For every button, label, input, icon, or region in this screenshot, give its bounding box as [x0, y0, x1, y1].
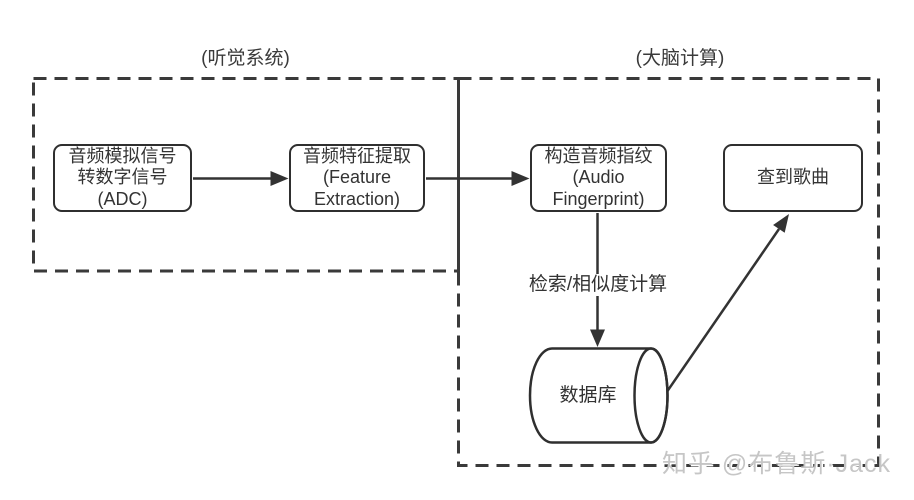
- edge-label-retrieval-similarity: 检索/相似度计算: [523, 274, 673, 296]
- arrowhead-fingerprint-to-database: [590, 329, 605, 347]
- zhihu-watermark: 知乎 @布鲁斯·Jack: [661, 450, 891, 478]
- region-label-auditory-system: (听觉系统): [201, 48, 290, 69]
- node-song-found: 查到歌曲: [723, 144, 863, 212]
- brain-computation-region-border: [457, 77, 880, 467]
- database-cylinder-cap: [633, 347, 669, 444]
- region-label-brain-computation: (大脑计算): [635, 48, 725, 69]
- edge-database-to-song: [662, 228, 781, 397]
- node-adc: 音频模拟信号 转数字信号 (ADC): [53, 144, 192, 212]
- node-audio-fingerprint: 构造音频指纹 (Audio Fingerprint): [530, 144, 667, 212]
- arrowhead-adc-to-feature: [270, 171, 289, 186]
- node-feature-extraction: 音频特征提取 (Feature Extraction): [289, 144, 425, 212]
- auditory-system-region-border: [32, 77, 460, 273]
- database-label: 数据库: [559, 385, 617, 406]
- arrowhead-database-to-song: [773, 214, 789, 233]
- arrowhead-feature-to-fingerprint: [511, 171, 530, 186]
